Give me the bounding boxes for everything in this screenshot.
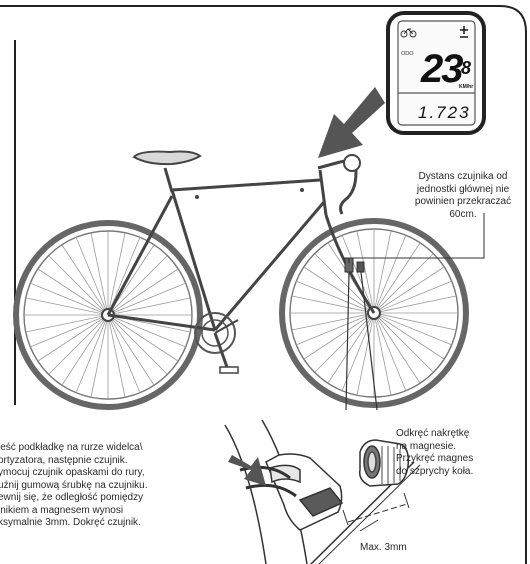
computer-speed-decimal: 8	[461, 58, 471, 78]
sensor-mount-note: ieść podkładkę na rurze widelca\ ortyzat…	[0, 442, 148, 530]
note-line: 60cm.	[388, 209, 530, 222]
note-line: ymocuj czujnik opaskami do rury,	[0, 467, 148, 480]
note-line: Przykręć magnes	[396, 453, 473, 466]
pointer-arrow-icon	[318, 87, 385, 158]
note-line: ksymalnie 3mm. Dokręć czujnik.	[0, 517, 148, 530]
closeup-arrow-icon	[228, 455, 266, 486]
note-line: jnikiem a magnesem wynosi	[0, 505, 148, 518]
sensor-distance-note: Dystans czujnika od jednostki głównej ni…	[388, 171, 530, 221]
note-line: powinien przekraczać	[388, 196, 530, 209]
note-line: ortyzatora, następnie czujnik.	[0, 455, 148, 468]
computer-odo-label: ODO	[401, 51, 414, 57]
computer-odometer-value: 1.723	[418, 103, 471, 122]
note-line: ewnij się, że odległość pomiędzy	[0, 492, 148, 505]
note-line: do szprychy koła.	[396, 466, 473, 479]
magnet-install-note: Odkręć nakrętkę na magnesie. Przykręć ma…	[396, 428, 473, 478]
computer-speed-unit: KM/hr	[459, 84, 473, 90]
note-line: ieść podkładkę na rurze widelca\	[0, 442, 148, 455]
note-line: Odkręć nakrętkę	[396, 428, 473, 441]
note-line: jednostki głównej nie	[388, 184, 530, 197]
note-line: uźnij gumową śrubkę na czujniku.	[0, 480, 148, 493]
note-line: na magnesie.	[396, 441, 473, 454]
bike-frame	[108, 168, 374, 330]
max-gap-label: Max. 3mm	[360, 542, 407, 555]
fork-sensor	[345, 258, 353, 410]
computer-speed-value: 23	[420, 47, 463, 91]
saddle	[134, 152, 200, 165]
note-line: Dystans czujnika od	[388, 171, 530, 184]
